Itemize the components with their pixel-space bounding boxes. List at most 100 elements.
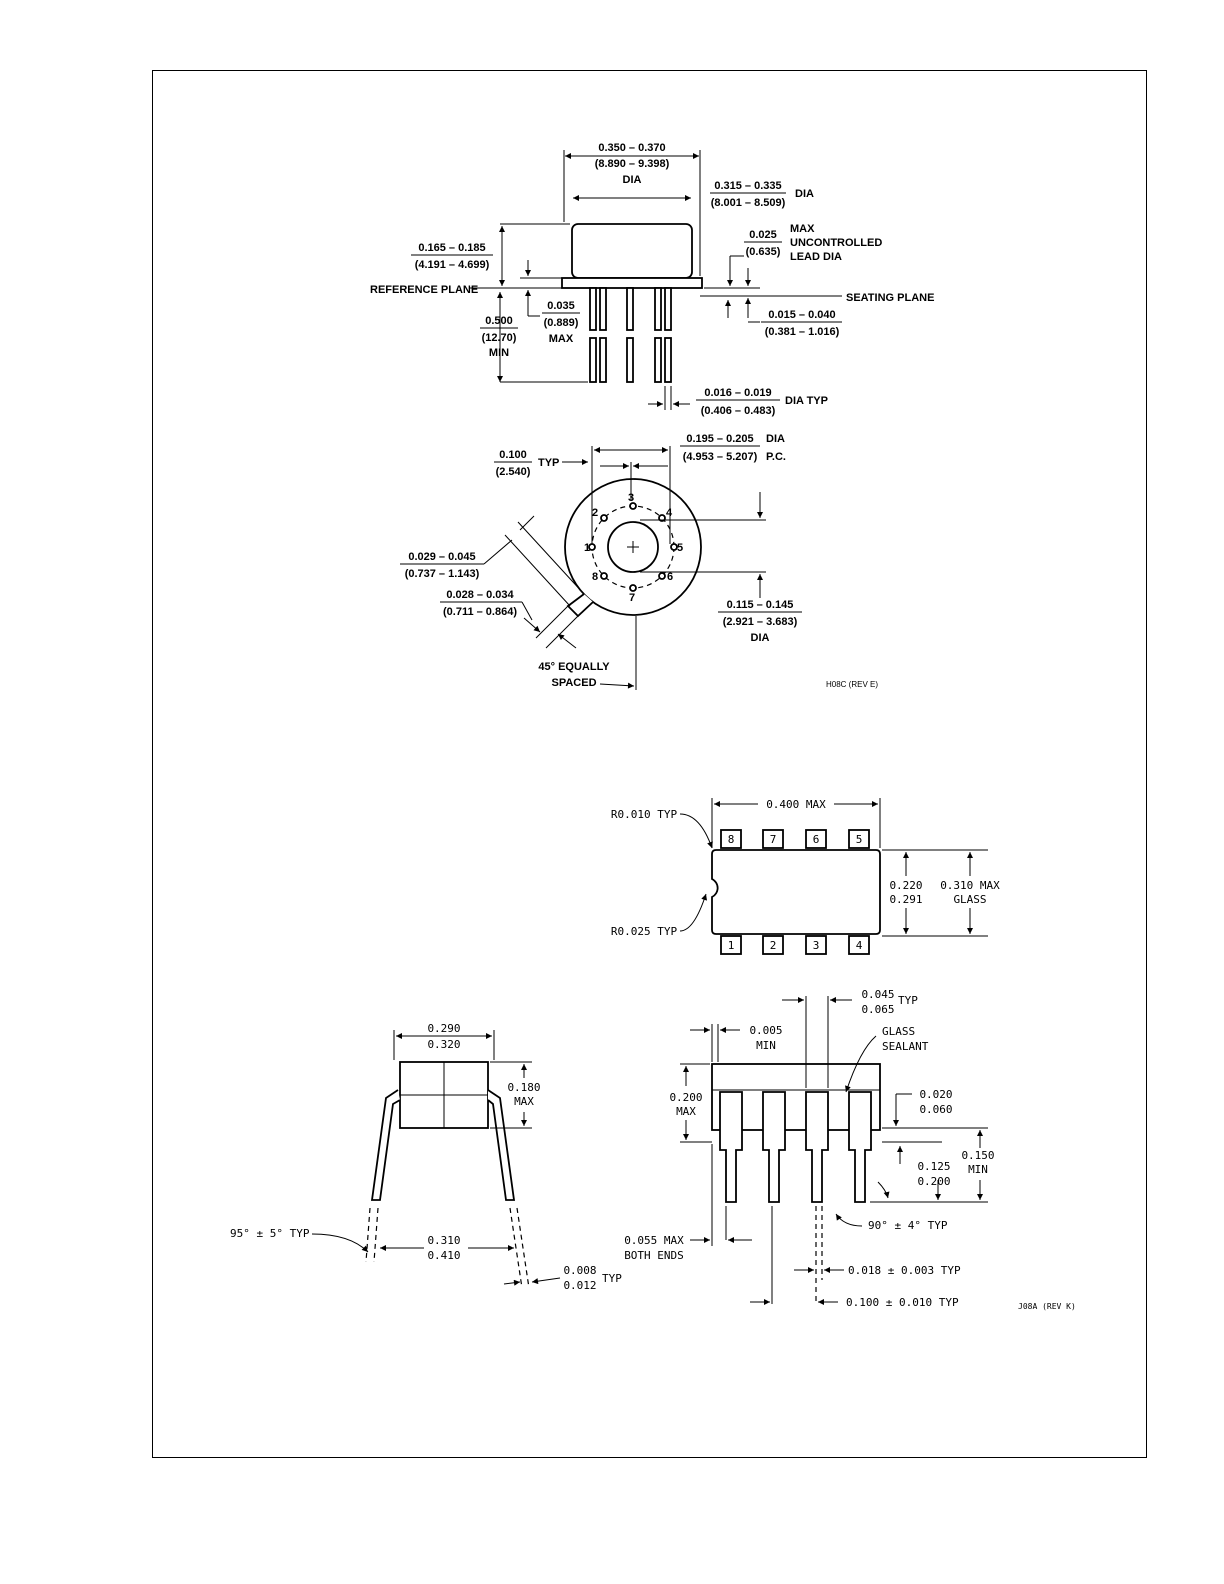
seating-gap-mm: (0.381 – 1.016) xyxy=(765,326,840,338)
standoff-val: 0.005 xyxy=(749,1024,782,1037)
shoulder-max: 0.065 xyxy=(861,1003,894,1016)
dip-length: 0.400 MAX xyxy=(766,798,826,811)
side-pitch: 0.100 ± 0.010 TYP xyxy=(846,1296,959,1309)
pin-7: 7 xyxy=(629,592,635,604)
pitch-mm: (2.540) xyxy=(496,466,531,478)
end-height-max: MAX xyxy=(514,1095,534,1108)
lead-dia-note-3: LEAD DIA xyxy=(790,251,842,263)
center-dia-label: DIA xyxy=(751,632,770,644)
center-dia-mm: (2.921 – 3.683) xyxy=(723,616,798,628)
end-width-max: 0.320 xyxy=(427,1038,460,1051)
pin-1: 1 xyxy=(584,542,590,554)
drawing-frame xyxy=(152,70,1147,1458)
flange-mm: (0.889) xyxy=(544,317,579,329)
tab-width-nom: 0.028 – 0.034 xyxy=(446,589,514,601)
seating-plane-label: SEATING PLANE xyxy=(846,292,934,304)
pin-5: 5 xyxy=(677,542,683,554)
dip-end-view: 0.290 0.320 0.180 MAX 95° ± 5° TYP 0.310… xyxy=(230,1022,622,1292)
pitch-typ: TYP xyxy=(538,457,559,469)
dip-pin-8: 8 xyxy=(728,833,735,846)
side-lead-max: 0.200 xyxy=(917,1175,950,1188)
height-nom: 0.165 – 0.185 xyxy=(418,242,485,254)
seat-height: 0.150 xyxy=(961,1149,994,1162)
flange xyxy=(561,277,703,289)
lead-length-nom: 0.500 xyxy=(485,315,513,327)
side-lead-width: 0.018 ± 0.003 TYP xyxy=(848,1264,961,1277)
tab-width-mm: (0.711 – 0.864) xyxy=(443,606,517,618)
flange-nom: 0.035 xyxy=(547,300,575,312)
corner-radius: R0.010 TYP xyxy=(611,808,678,821)
side-height: 0.200 xyxy=(669,1091,702,1104)
glass-sealant-1: GLASS xyxy=(882,1025,915,1038)
flange-max: MAX xyxy=(549,333,574,345)
overall-dia-mm: (8.890 – 9.398) xyxy=(595,158,670,170)
side-lead-angle: 90° ± 4° TYP xyxy=(868,1219,948,1232)
center-dia-nom: 0.115 – 0.145 xyxy=(727,599,794,611)
height-mm: (4.191 – 4.699) xyxy=(415,259,490,271)
end-lead-right xyxy=(487,1089,516,1201)
side-height-max: MAX xyxy=(676,1105,696,1118)
dip-side-view: 0.005 MIN 0.045 0.065 TYP GLASS SEALANT … xyxy=(624,988,1076,1311)
lead-span-max: 0.410 xyxy=(427,1249,460,1262)
reference-plane-label: REFERENCE PLANE xyxy=(370,284,478,296)
width-max: 0.291 xyxy=(889,893,922,906)
width-min: 0.220 xyxy=(889,879,922,892)
pc-mm: (4.953 – 5.207) xyxy=(683,451,758,463)
dip-pin-2: 2 xyxy=(770,939,777,952)
end-lead-thick-max: 0.012 xyxy=(563,1279,596,1292)
tab-height-nom: 0.029 – 0.045 xyxy=(408,551,475,563)
seat-height-min: MIN xyxy=(968,1163,988,1176)
end-lead-thick-typ: TYP xyxy=(602,1272,622,1285)
standoff-min: MIN xyxy=(756,1039,776,1052)
pin-8: 8 xyxy=(592,571,598,583)
lead-thick-typ: DIA TYP xyxy=(785,395,828,407)
end-width-min: 0.290 xyxy=(427,1022,460,1035)
angle-note-1: 45° EQUALLY xyxy=(538,661,610,673)
glass-sealant-2: SEALANT xyxy=(882,1040,929,1053)
lead-dia-nom: 0.025 xyxy=(749,229,777,241)
to-package-bottom-view: 1 2 3 4 5 6 7 8 0.195 – 0.205 (4.953 – 5… xyxy=(400,433,878,690)
dip-top-pins xyxy=(720,829,870,955)
glass-width: 0.310 MAX xyxy=(940,879,1000,892)
dip-pin-5: 5 xyxy=(856,833,863,846)
dip-pin-4: 4 xyxy=(856,939,863,952)
lead-dia-note-1: MAX xyxy=(790,223,815,235)
notch-radius: R0.025 TYP xyxy=(611,925,678,938)
lead-thick-mm: (0.406 – 0.483) xyxy=(701,405,776,417)
dip-body xyxy=(711,849,881,935)
metal-can-cap xyxy=(571,223,693,279)
pin-6: 6 xyxy=(667,571,673,583)
end-lead-left xyxy=(370,1089,401,1201)
glass-label: GLASS xyxy=(953,893,986,906)
lead-length-mm: (12.70) xyxy=(482,332,517,344)
cap-dia-label: DIA xyxy=(795,188,814,200)
end-lead-angle: 95° ± 5° TYP xyxy=(230,1227,310,1240)
dip-pin-6: 6 xyxy=(813,833,820,846)
lead-length-min: MIN xyxy=(489,347,509,359)
pitch-nom: 0.100 xyxy=(499,449,527,461)
dip-pin-7: 7 xyxy=(770,833,777,846)
lead-dia-mm: (0.635) xyxy=(746,246,781,258)
lead-dia-note-2: UNCONTROLLED xyxy=(790,237,882,249)
gap-min: 0.020 xyxy=(919,1088,952,1101)
seating-gap-nom: 0.015 – 0.040 xyxy=(768,309,835,321)
to-package-side-view: 0.350 – 0.370 (8.890 – 9.398) DIA 0.315 … xyxy=(370,142,934,417)
end-lead-thick-min: 0.008 xyxy=(563,1264,596,1277)
end-height: 0.180 xyxy=(507,1081,540,1094)
to-rev-label: H08C (REV E) xyxy=(826,680,878,689)
overhang-max: 0.055 MAX xyxy=(624,1234,684,1247)
pc-label: P.C. xyxy=(766,451,786,463)
lead-span-min: 0.310 xyxy=(427,1234,460,1247)
leads xyxy=(589,287,672,383)
gap-max: 0.060 xyxy=(919,1103,952,1116)
index-tab xyxy=(566,593,594,618)
side-lead-min: 0.125 xyxy=(917,1160,950,1173)
bottom-view-pins xyxy=(588,502,678,592)
pin-2: 2 xyxy=(592,507,598,519)
angle-note-2: SPACED xyxy=(551,677,596,689)
overall-dia-label: DIA xyxy=(623,174,642,186)
pc-nom: 0.195 – 0.205 xyxy=(686,433,753,445)
lead-thick-nom: 0.016 – 0.019 xyxy=(704,387,771,399)
cap-dia-nom: 0.315 – 0.335 xyxy=(714,180,781,192)
